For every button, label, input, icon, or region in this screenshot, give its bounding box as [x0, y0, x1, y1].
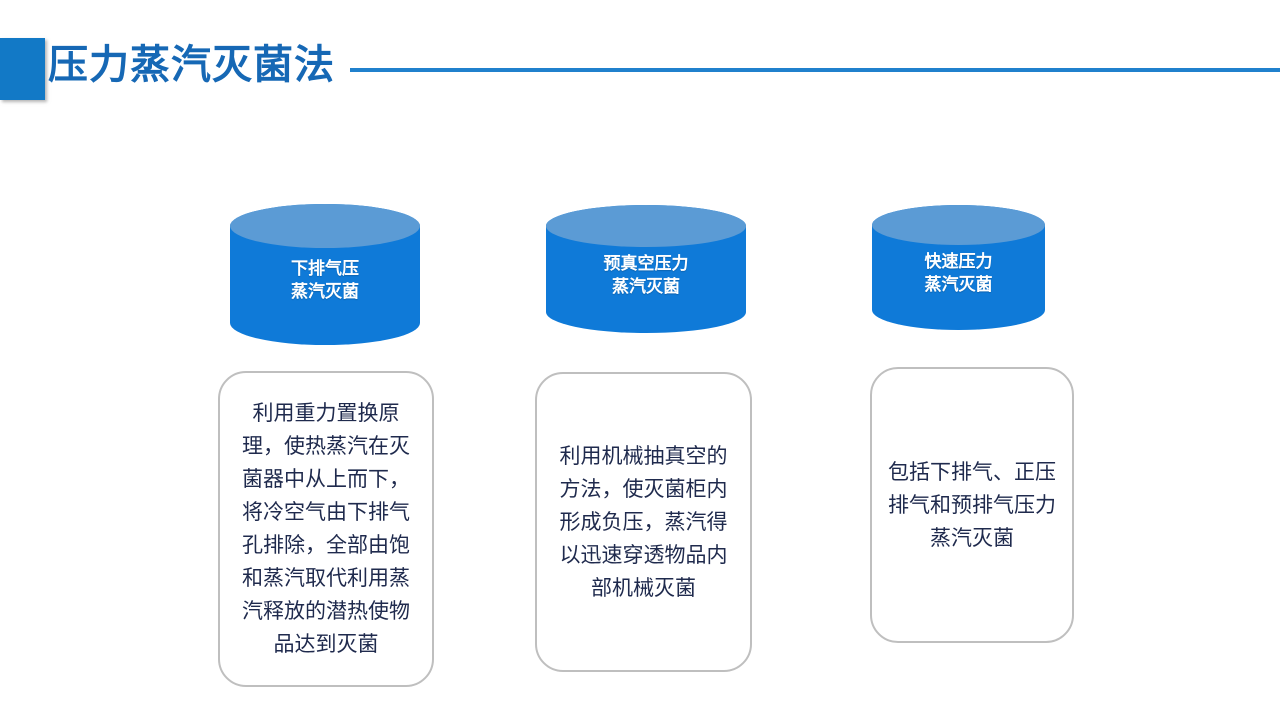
description-text-3: 包括下排气、正压排气和预排气压力蒸汽灭菌 — [888, 459, 1056, 550]
description-card-1[interactable]: 利用重力置换原理，使热蒸汽在灭菌器中从上而下，将冷空气由下排气孔排除，全部由饱和… — [218, 371, 434, 687]
description-card-3[interactable]: 包括下排气、正压排气和预排气压力蒸汽灭菌 — [870, 367, 1074, 643]
cylinder-3-top-ellipse — [872, 205, 1045, 245]
cylinder-2-top-ellipse — [546, 205, 746, 247]
slide-title-bar: 压力蒸汽灭菌法 — [0, 0, 1280, 120]
cylinder-3-label-line2: 蒸汽灭菌 — [924, 275, 993, 295]
description-text-2: 利用机械抽真空的方法，使灭菌柜内形成负压，蒸汽得以迅速穿透物品内部机械灭菌 — [559, 443, 728, 600]
cylinder-1-label: 下排气压 蒸汽灭菌 — [230, 258, 420, 304]
cylinder-1-label-line2: 蒸汽灭菌 — [291, 282, 359, 302]
cylinder-1[interactable]: 下排气压 蒸汽灭菌 — [230, 204, 420, 345]
cylinder-2-label-line1: 预真空压力 — [603, 254, 689, 274]
cylinder-2[interactable]: 预真空压力 蒸汽灭菌 — [546, 205, 746, 333]
cylinder-1-top-ellipse — [230, 204, 420, 248]
title-divider-line — [350, 68, 1280, 72]
cylinder-2-label-line2: 蒸汽灭菌 — [612, 277, 680, 297]
cylinder-1-label-line1: 下排气压 — [291, 259, 359, 279]
page-title: 压力蒸汽灭菌法 — [48, 41, 335, 88]
title-accent-square — [0, 38, 45, 100]
cylinder-3[interactable]: 快速压力 蒸汽灭菌 — [872, 205, 1045, 330]
cylinder-3-label: 快速压力 蒸汽灭菌 — [872, 251, 1045, 297]
description-card-2[interactable]: 利用机械抽真空的方法，使灭菌柜内形成负压，蒸汽得以迅速穿透物品内部机械灭菌 — [535, 372, 752, 672]
cylinder-3-label-line1: 快速压力 — [924, 252, 993, 272]
description-text-1: 利用重力置换原理，使热蒸汽在灭菌器中从上而下，将冷空气由下排气孔排除，全部由饱和… — [242, 401, 410, 656]
cylinder-2-label: 预真空压力 蒸汽灭菌 — [546, 253, 746, 299]
